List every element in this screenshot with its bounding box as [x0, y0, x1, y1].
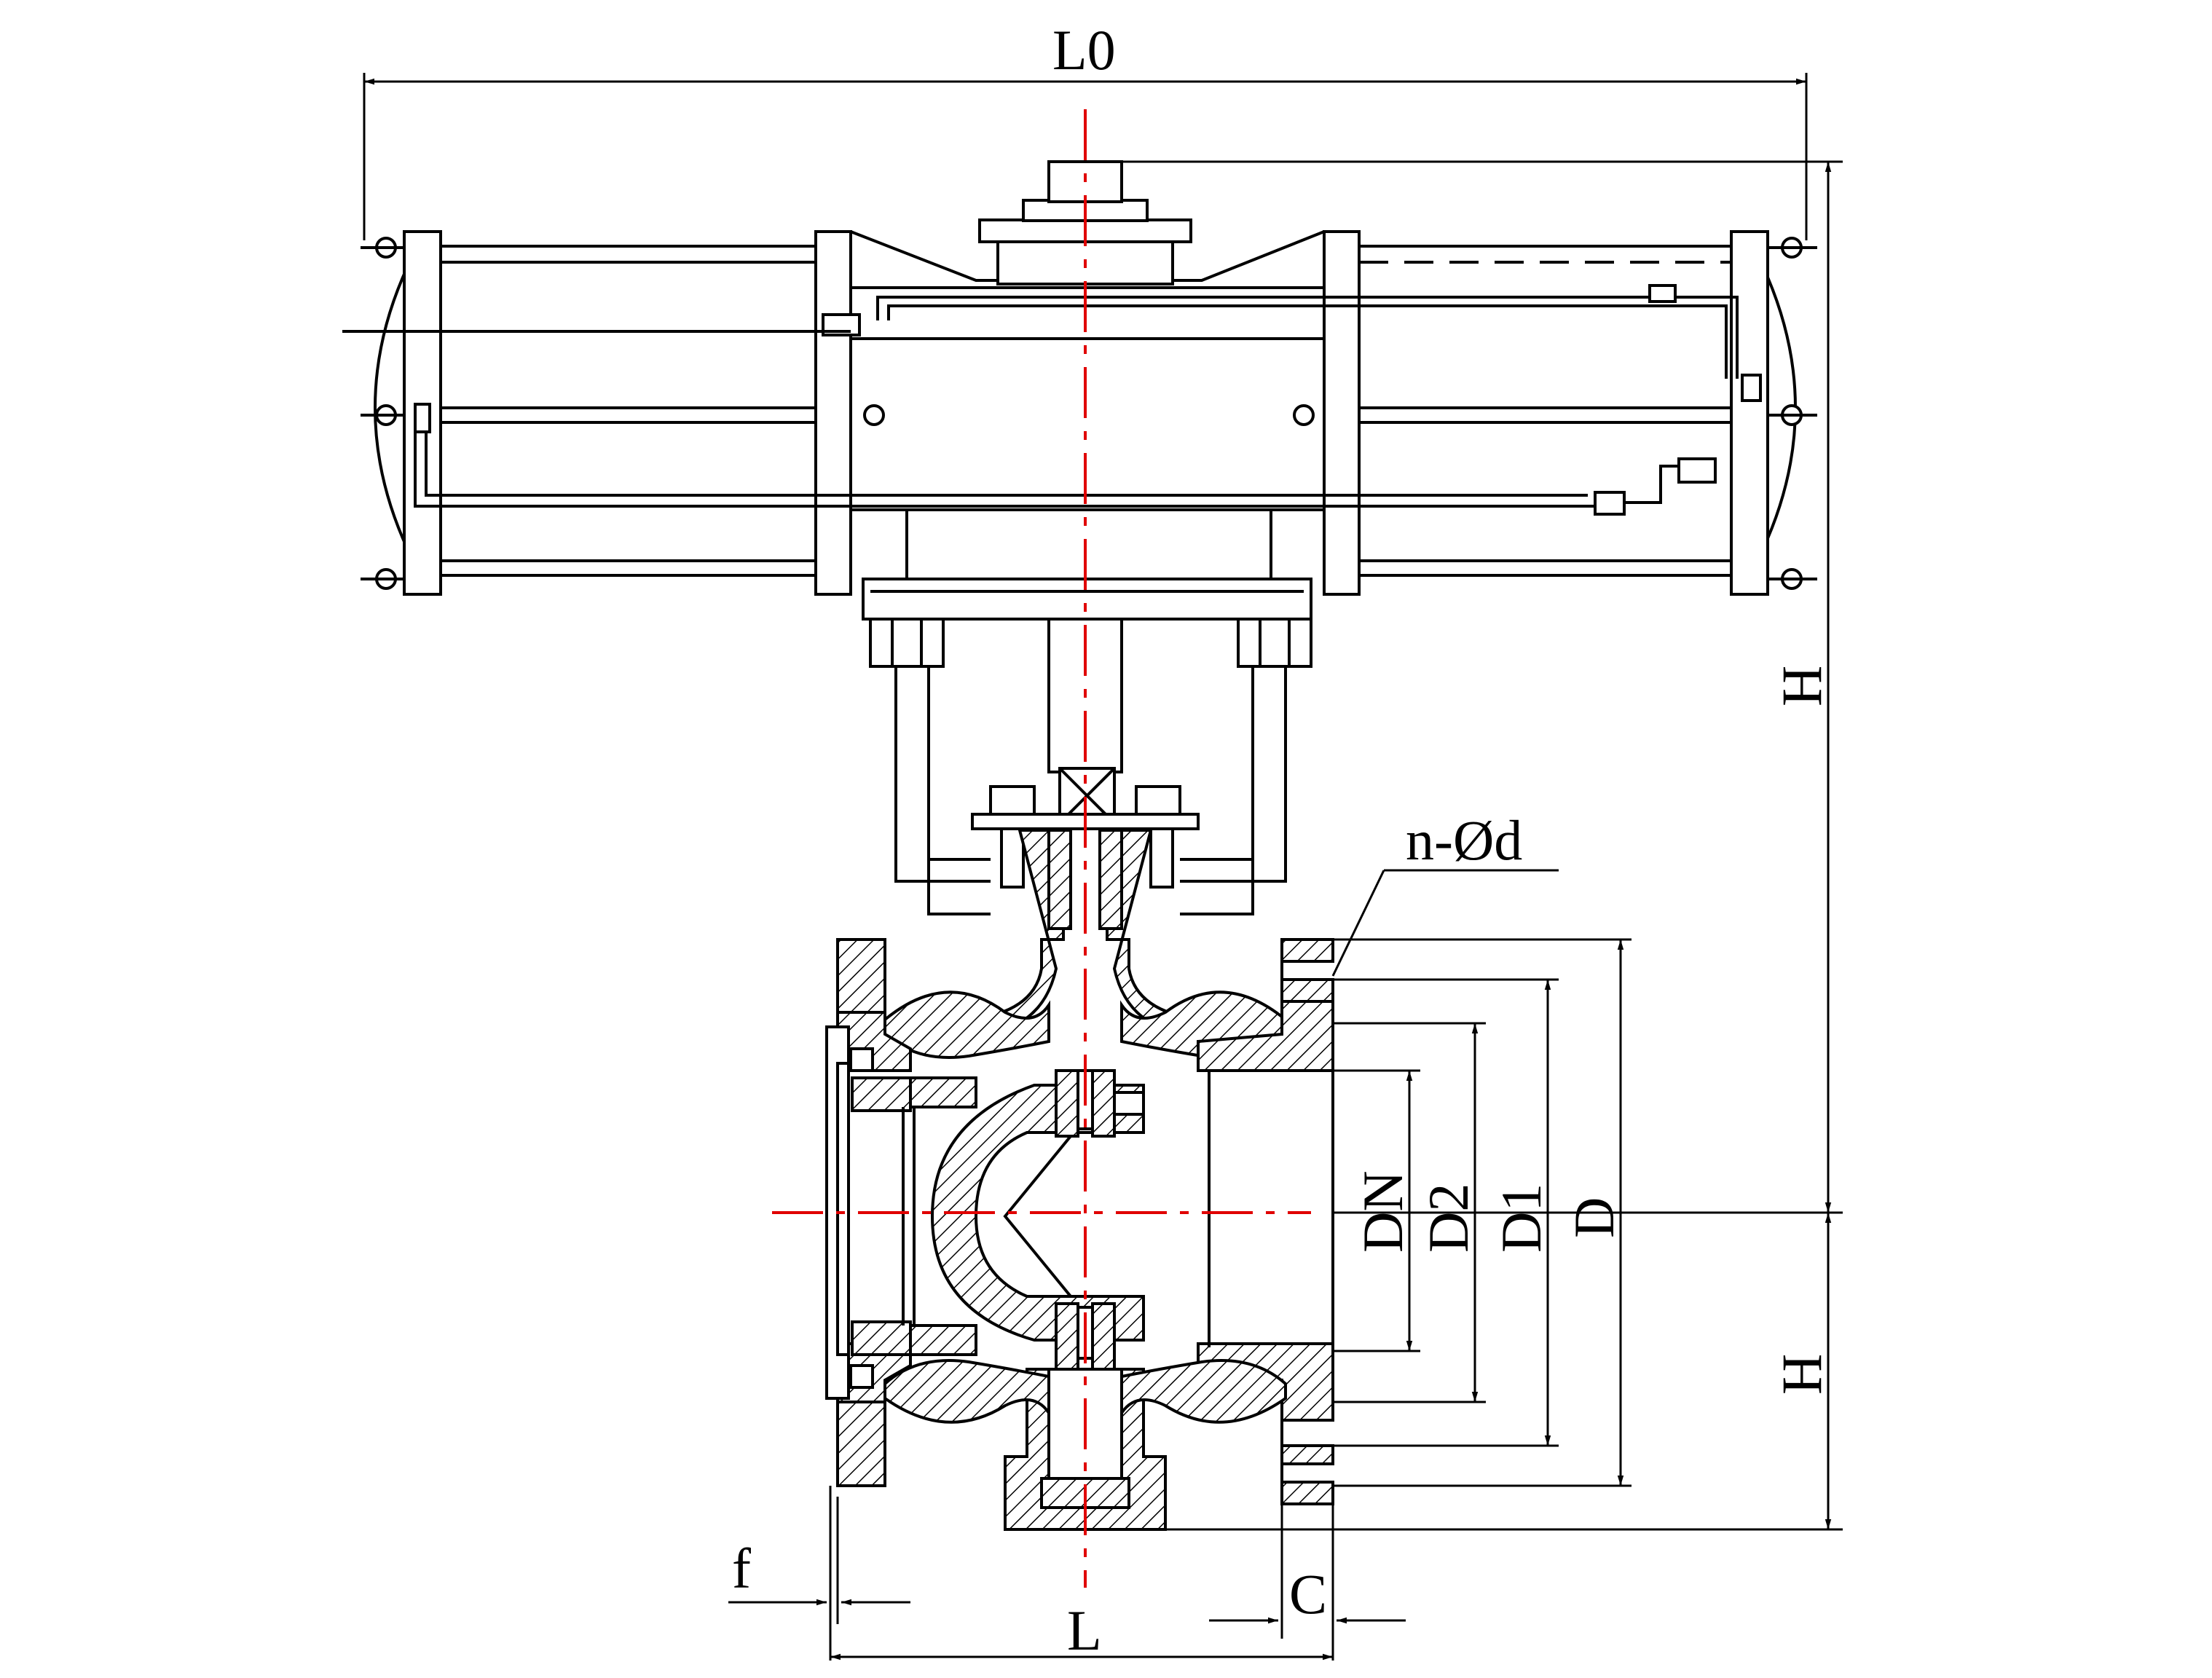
dimensions	[363, 73, 1843, 1661]
dim-label-l: L	[1067, 1599, 1102, 1662]
end-nuts-right	[1293, 237, 1803, 590]
dim-label-d2: D2	[1417, 1183, 1480, 1253]
dim-label-c: C	[1289, 1562, 1327, 1626]
dim-label-n-d: n-Ød	[1406, 808, 1522, 872]
bracket	[869, 618, 1312, 915]
dim-label-h-top: H	[1770, 666, 1833, 706]
dim-label-l0: L0	[1052, 18, 1116, 82]
dim-label-f: f	[732, 1537, 751, 1600]
valve-body	[825, 829, 1334, 1531]
dim-label-dn: DN	[1351, 1170, 1414, 1253]
dim-label-h-bottom: H	[1770, 1354, 1833, 1395]
dim-label-d1: D1	[1489, 1183, 1553, 1253]
dim-label-d: D	[1562, 1197, 1626, 1238]
actuator	[342, 160, 1817, 621]
end-nuts-left	[375, 237, 885, 590]
